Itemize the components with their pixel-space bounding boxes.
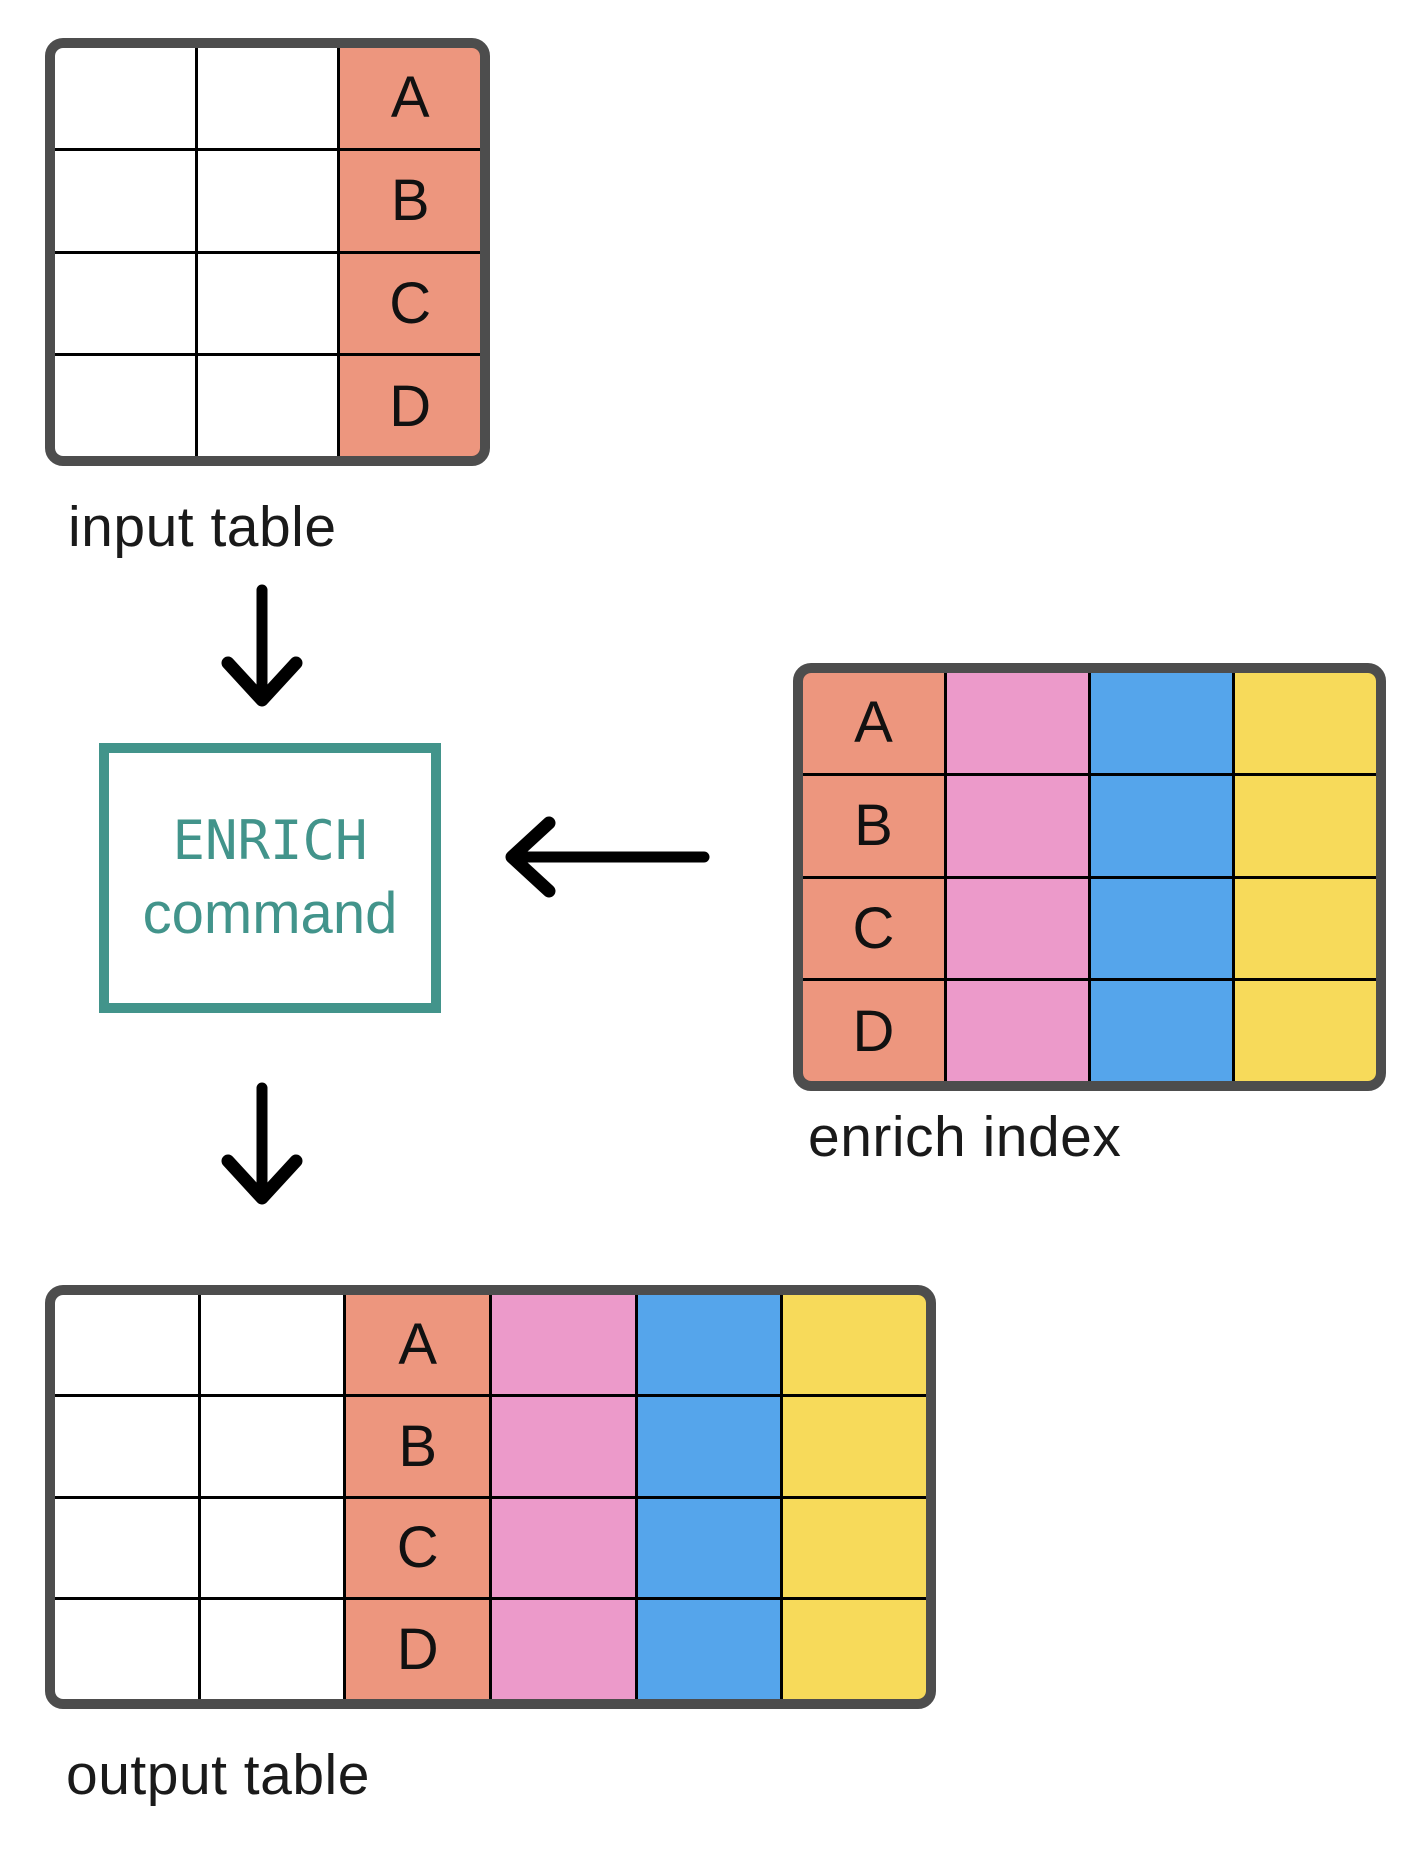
input-blank-cell [55, 150, 195, 251]
output-pink-cell [492, 1396, 635, 1496]
input-table: A B C D [45, 38, 490, 466]
index-yellow-cell [1235, 775, 1376, 876]
index-pink-cell [947, 673, 1088, 773]
enrich-command-box: ENRICH command [99, 743, 441, 1013]
index-key-cell-b: B [803, 775, 944, 876]
arrow-input-to-enrich-icon [221, 584, 303, 707]
output-table-label: output table [66, 1743, 370, 1807]
input-blank-cell [55, 253, 195, 354]
input-table-label: input table [68, 495, 337, 559]
index-key-cell-d: D [803, 981, 944, 1081]
index-pink-cell [947, 981, 1088, 1081]
output-blue-cell [637, 1498, 781, 1598]
input-key-cell-d: D [340, 356, 480, 456]
output-blank-cell [200, 1600, 344, 1699]
output-pink-cell [492, 1600, 635, 1699]
output-blue-cell [637, 1600, 781, 1699]
index-yellow-cell [1235, 981, 1376, 1081]
input-key-cell-b: B [340, 150, 480, 251]
input-key-cell-a: A [340, 48, 480, 148]
output-blue-cell [637, 1295, 781, 1394]
output-table: A B C D [45, 1285, 936, 1709]
index-pink-cell [947, 878, 1088, 979]
output-blank-cell [55, 1498, 198, 1598]
output-blank-cell [55, 1600, 198, 1699]
output-yellow-cell [783, 1396, 926, 1496]
input-blank-cell [55, 356, 195, 456]
input-blank-cell [55, 48, 195, 148]
output-key-cell-b: B [346, 1396, 489, 1496]
index-yellow-cell [1235, 878, 1376, 979]
enrich-index-label: enrich index [808, 1105, 1122, 1169]
output-key-cell-d: D [346, 1600, 489, 1699]
input-blank-cell [197, 253, 338, 354]
output-key-cell-c: C [346, 1498, 489, 1598]
output-blank-cell [55, 1295, 198, 1394]
input-blank-cell [197, 356, 338, 456]
index-pink-cell [947, 775, 1088, 876]
output-pink-cell [492, 1295, 635, 1394]
output-yellow-cell [783, 1600, 926, 1699]
output-pink-cell [492, 1498, 635, 1598]
index-blue-cell [1091, 673, 1232, 773]
index-key-cell-c: C [803, 878, 944, 979]
enrich-index-table: A B C D [793, 663, 1386, 1091]
output-yellow-cell [783, 1295, 926, 1394]
output-blank-cell [55, 1396, 198, 1496]
arrow-index-to-enrich-icon [505, 816, 710, 898]
output-yellow-cell [783, 1498, 926, 1598]
index-blue-cell [1091, 981, 1232, 1081]
index-blue-cell [1091, 878, 1232, 979]
input-blank-cell [197, 48, 338, 148]
arrow-enrich-to-output-icon [221, 1082, 303, 1205]
index-yellow-cell [1235, 673, 1376, 773]
index-blue-cell [1091, 775, 1232, 876]
output-blank-cell [200, 1396, 344, 1496]
input-key-cell-c: C [340, 253, 480, 354]
enrich-command-word: command [142, 881, 398, 947]
output-blank-cell [200, 1295, 344, 1394]
enrich-command-keyword: ENRICH [172, 809, 368, 873]
output-blue-cell [637, 1396, 781, 1496]
input-blank-cell [197, 150, 338, 251]
output-blank-cell [200, 1498, 344, 1598]
output-key-cell-a: A [346, 1295, 489, 1394]
index-key-cell-a: A [803, 673, 944, 773]
